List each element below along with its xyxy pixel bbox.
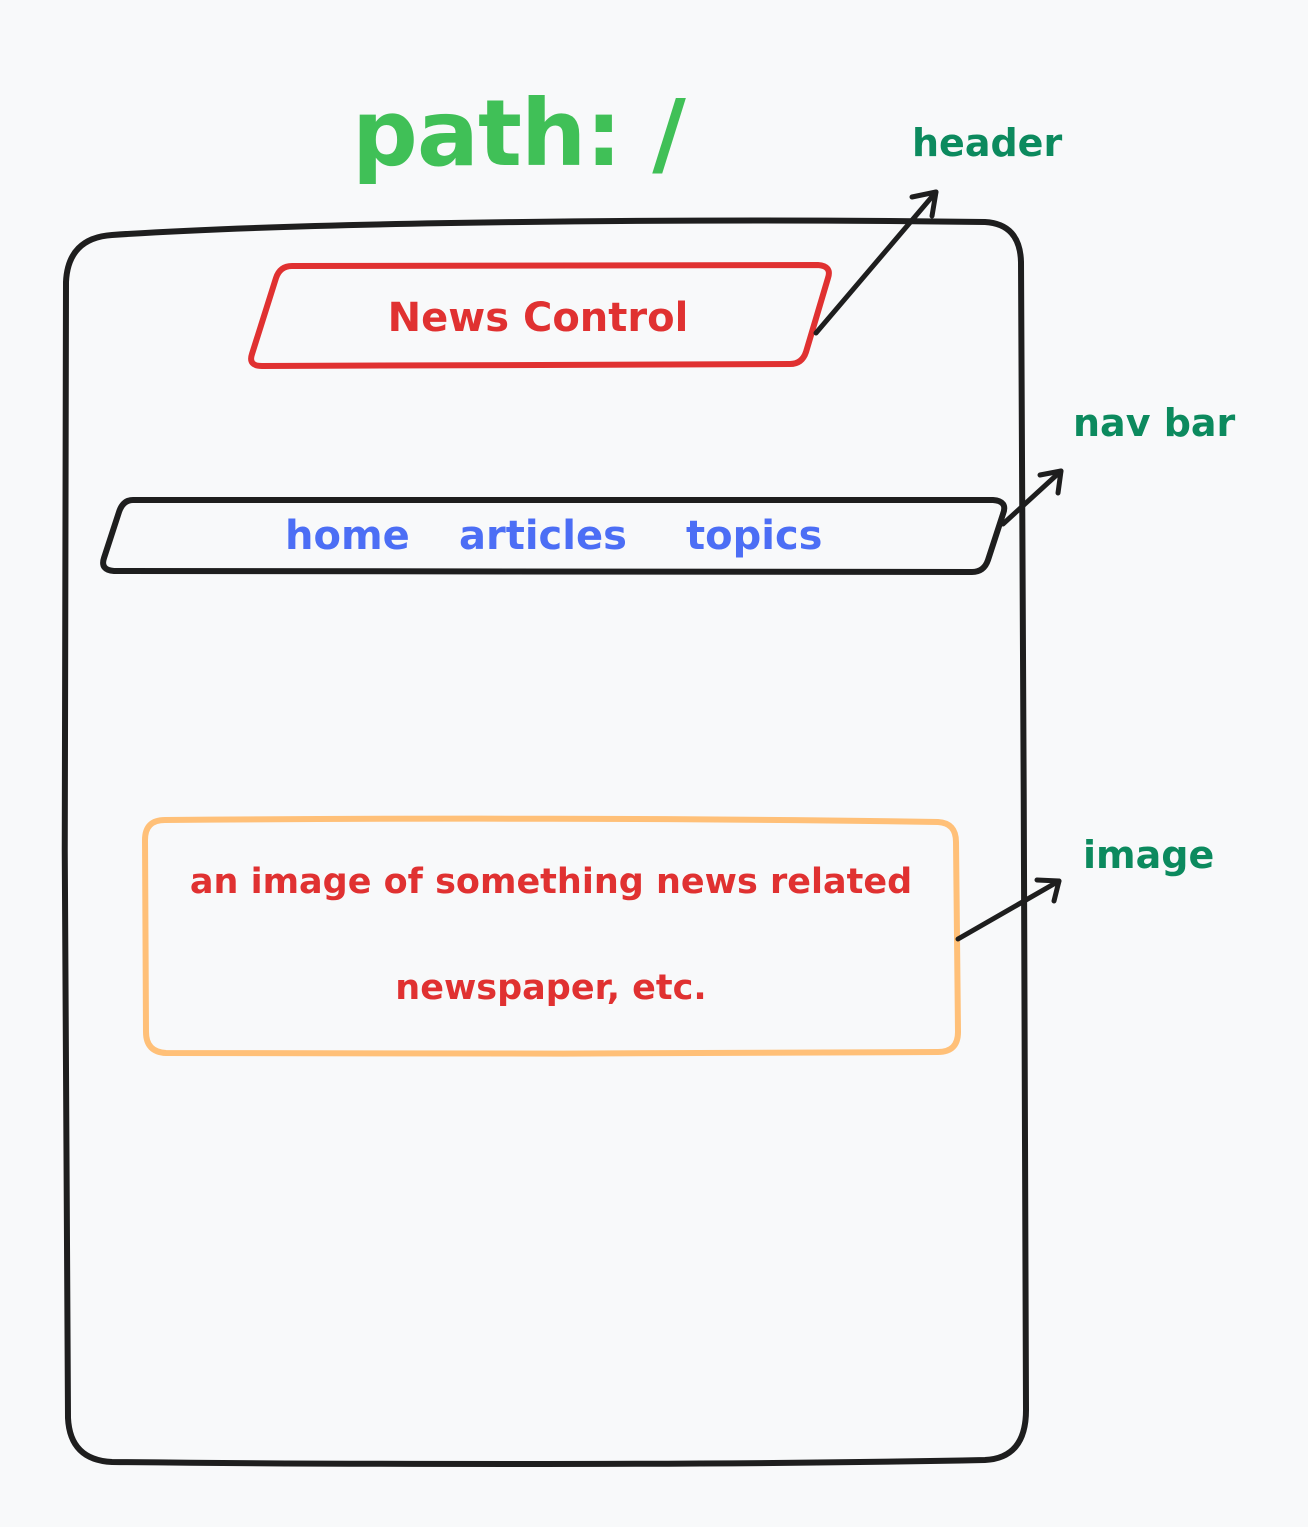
nav-bar-annotation-label: nav bar — [1073, 401, 1236, 445]
header-annotation-label: header — [912, 121, 1063, 165]
site-header-title: News Control — [387, 295, 689, 341]
header-arrow — [813, 189, 939, 336]
nav-link-home[interactable]: home — [285, 513, 410, 559]
nav-bar-arrow — [1000, 468, 1064, 527]
page-frame — [61, 217, 1029, 1467]
page-path-title: path: / — [352, 80, 686, 187]
image-placeholder-text: an image of something news related — [189, 862, 913, 902]
image-placeholder-box — [142, 815, 961, 1057]
image-placeholder-subtext: newspaper, etc. — [395, 968, 707, 1008]
image-arrow — [955, 877, 1062, 942]
nav-link-topics[interactable]: topics — [686, 513, 823, 559]
nav-bar-box — [100, 497, 1008, 575]
header-box — [248, 262, 832, 369]
image-annotation-label: image — [1083, 833, 1215, 877]
nav-link-articles[interactable]: articles — [459, 513, 627, 559]
